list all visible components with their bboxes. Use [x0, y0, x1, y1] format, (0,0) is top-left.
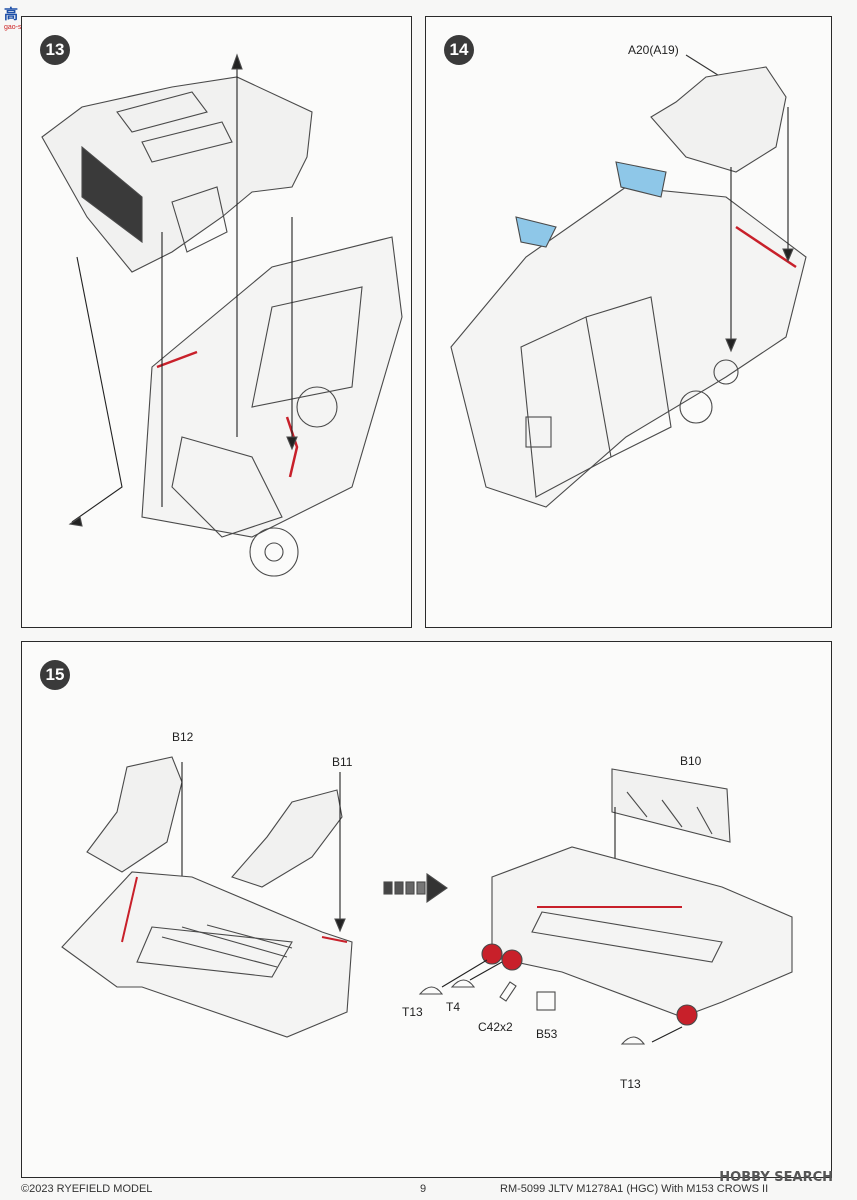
red-edge [735, 225, 797, 269]
part-label-t13: T13 [402, 1005, 423, 1019]
floor-assembly-right [491, 846, 793, 1018]
red-edge [156, 350, 198, 369]
footer-product: RM-5099 JLTV M1278A1 (HGC) With M153 CRO… [500, 1183, 769, 1195]
step-15-panel: 15 B12 B11 B10 T13 T4 C42x2 B53 T13 [21, 641, 832, 1178]
step-number-13: 13 [40, 35, 70, 65]
part-b10 [611, 768, 731, 843]
part-c42 [499, 981, 517, 1002]
part-t4 [450, 979, 476, 988]
part-label-b10: B10 [680, 754, 702, 768]
chassis-frame [141, 236, 403, 538]
hobby-search-watermark: HOBBY SEARCH [719, 1170, 833, 1185]
suspension [171, 436, 283, 538]
part-b53 [536, 991, 556, 1011]
leader-line [685, 54, 722, 78]
floor-ribs [136, 926, 293, 978]
step-13-illustration [41, 53, 403, 577]
step-number-14: 14 [444, 35, 474, 65]
step-15-illustration [61, 756, 793, 1045]
step-13-panel: 13 [21, 16, 412, 628]
headlight [171, 186, 228, 253]
air-tank [296, 386, 338, 428]
part-label-b11: B11 [332, 755, 353, 769]
part-b12 [86, 756, 183, 873]
part-label-b53: B53 [536, 1027, 558, 1041]
hood-part [41, 76, 313, 273]
part-a20 [650, 66, 787, 173]
grille [81, 145, 143, 244]
part-label-t13-right: T13 [620, 1077, 641, 1091]
chassis-frame [450, 186, 807, 508]
tail-light-left [481, 943, 503, 965]
part-label-t4: T4 [446, 1000, 461, 1014]
page-number: 9 [420, 1183, 427, 1195]
footer-copyright: ©2023 RYEFIELD MODEL [21, 1183, 153, 1195]
step-14-illustration [450, 54, 807, 508]
direction-arrow [383, 872, 448, 904]
hood-vent [116, 91, 233, 163]
floor-tub-left [61, 871, 353, 1038]
step-number-15: 15 [40, 660, 70, 690]
air-bag [679, 390, 713, 424]
part-label-c42: C42x2 [478, 1020, 513, 1034]
part-label-a20: A20(A19) [628, 43, 679, 57]
part-b11 [231, 789, 343, 888]
part-t13 [418, 986, 444, 995]
blue-part [615, 161, 667, 198]
tail-light-right [676, 1004, 698, 1026]
cab-opening [251, 286, 363, 408]
electronics-box [525, 416, 552, 448]
step-14-panel: 14 A20(A19) [425, 16, 832, 628]
red-edge [121, 876, 138, 943]
wheel-hub [249, 527, 299, 577]
part-label-b12: B12 [172, 730, 194, 744]
